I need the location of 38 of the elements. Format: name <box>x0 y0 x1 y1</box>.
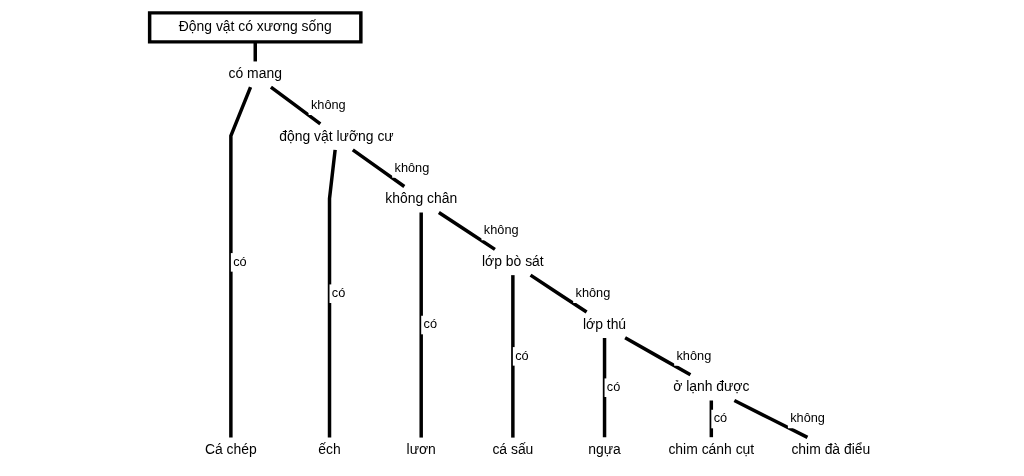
node-text: không chân <box>385 190 458 207</box>
edge-label: có <box>713 410 728 426</box>
node-text: Cá chép <box>204 440 257 457</box>
connector <box>529 273 588 314</box>
edge-label: có <box>606 378 621 394</box>
node-text: chim cánh cụt <box>668 440 755 457</box>
node-box: Động vật có xương sống <box>147 11 363 44</box>
connector <box>733 398 809 439</box>
connector <box>269 85 322 126</box>
edge-label: có <box>233 253 247 269</box>
edge-label: không <box>394 159 430 175</box>
edge-label: không <box>483 222 519 238</box>
connector <box>624 336 692 377</box>
connector <box>437 211 496 251</box>
connector <box>253 42 257 62</box>
edge-label: không <box>310 96 346 112</box>
edge-label: có <box>515 347 529 363</box>
connector <box>351 148 406 188</box>
node-text: ở lạnh được <box>673 378 750 395</box>
edge-label: có <box>331 284 346 300</box>
node-text: chim đà điểu <box>791 440 871 457</box>
connector <box>602 338 607 438</box>
node-text: ếch <box>318 440 341 457</box>
node-text: lươn <box>406 440 436 457</box>
connector <box>709 400 714 438</box>
node-text: cá sấu <box>492 440 534 457</box>
node-text: ngựa <box>588 440 621 457</box>
edge-label: không <box>790 410 825 426</box>
node-text: động vật lưỡng cư <box>279 127 394 144</box>
node-text: có mang <box>228 64 282 81</box>
connector <box>327 149 337 438</box>
edge-label: không <box>676 347 712 363</box>
node-text: lớp thú <box>582 315 627 332</box>
node-text: lớp bò sát <box>482 252 544 269</box>
connector <box>511 275 515 438</box>
edge-label: có <box>423 316 437 332</box>
edge-label: không <box>575 284 611 300</box>
connector <box>419 212 423 438</box>
